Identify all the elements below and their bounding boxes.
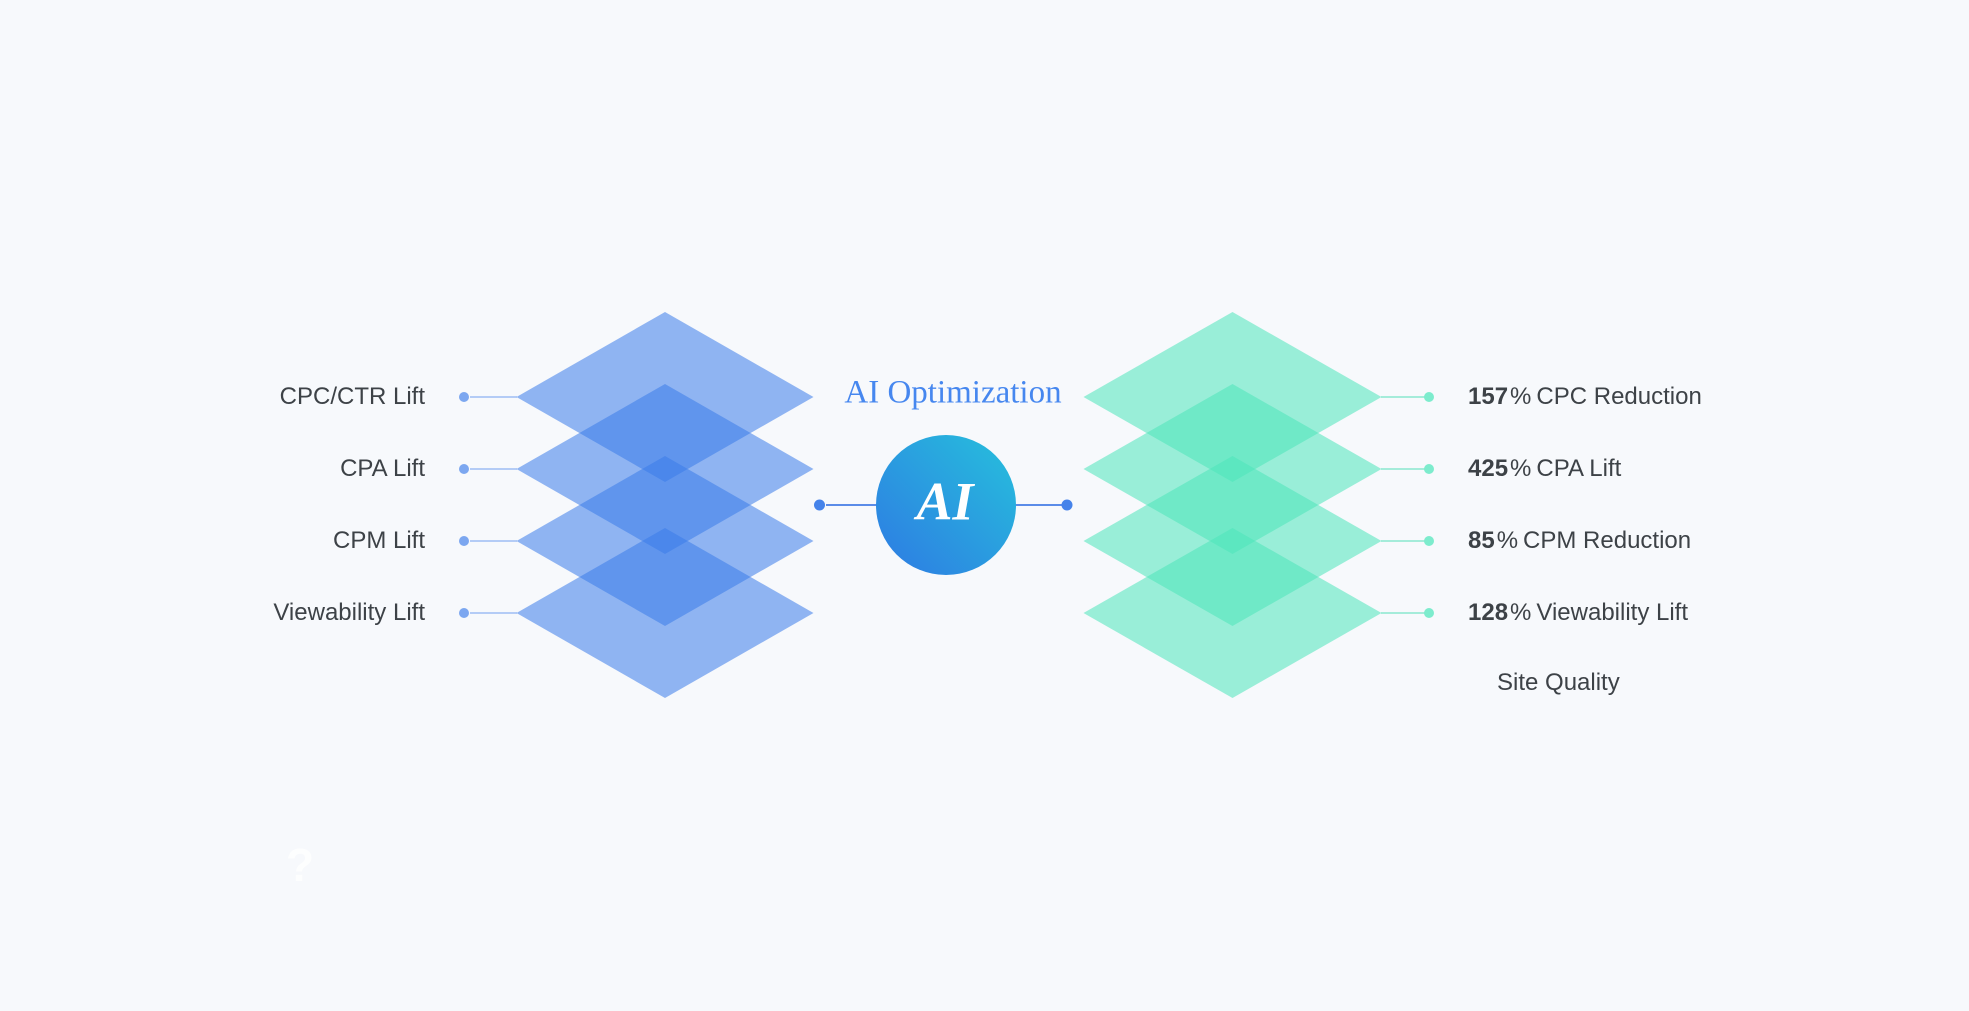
result-value: 85 — [1468, 527, 1495, 554]
left-connector-dot — [459, 536, 469, 546]
right-connector-dot — [1424, 608, 1434, 618]
result-label: CPC Reduction — [1536, 383, 1702, 410]
result-row: 85%CPM Reduction — [1468, 529, 1691, 553]
result-value: 157 — [1468, 383, 1509, 410]
left-metric-label: Viewability Lift — [273, 599, 425, 626]
left-connector-dot — [459, 392, 469, 402]
left-metric-label: CPC/CTR Lift — [279, 383, 425, 410]
right-connector-dot — [1424, 536, 1434, 546]
result-row: 425%CPA Lift — [1468, 457, 1621, 481]
ai-circle — [876, 435, 1016, 575]
result-label: CPA Lift — [1536, 455, 1622, 482]
teal-diamond — [1083, 528, 1382, 698]
result-row: Site Quality — [1497, 671, 1620, 695]
right-connector-dot — [1424, 464, 1434, 474]
result-label: Site Quality — [1497, 669, 1620, 696]
blue-diamond — [516, 528, 814, 698]
result-percent-sign: % — [1496, 527, 1519, 554]
result-value: 425 — [1468, 455, 1509, 482]
result-label: CPM Reduction — [1523, 527, 1692, 554]
left-connector-dot — [459, 608, 469, 618]
result-row: 157%CPC Reduction — [1468, 385, 1702, 409]
watermark-question-mark: ? — [286, 839, 315, 891]
result-percent-sign: % — [1510, 599, 1532, 626]
result-percent-sign: % — [1510, 455, 1532, 482]
left-connector-dot — [459, 464, 469, 474]
result-value: 128 — [1468, 599, 1509, 626]
ai-optimization-title: AI Optimization — [844, 374, 1062, 411]
result-row: 128%Viewability Lift — [1468, 601, 1688, 625]
right-connector-dot — [1424, 392, 1434, 402]
blue-diamond-stack — [516, 312, 814, 698]
center-right-dot — [1061, 499, 1073, 511]
ai-circle-label: AI — [916, 471, 974, 532]
result-label: Viewability Lift — [1536, 599, 1689, 626]
left-metric-label: CPA Lift — [340, 455, 425, 482]
teal-diamond-stack — [1083, 312, 1382, 698]
center-left-dot — [814, 499, 825, 511]
left-metric-label: CPM Lift — [332, 527, 425, 554]
result-percent-sign: % — [1510, 383, 1532, 410]
